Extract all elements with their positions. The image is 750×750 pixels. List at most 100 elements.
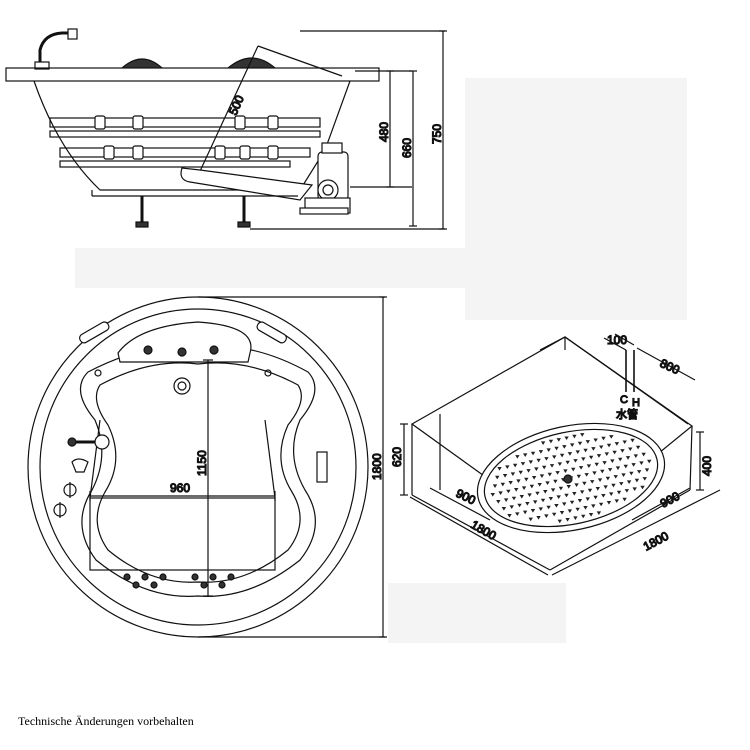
nozzle-icon: [512, 463, 518, 468]
nozzle-icon: [565, 460, 570, 465]
nozzle-icon: [553, 479, 558, 484]
dim-960: 960: [170, 481, 190, 495]
nozzle-icon: [548, 439, 554, 444]
nozzle-icon: [516, 479, 521, 483]
nozzle-icon: [523, 453, 528, 458]
jet-icon: [94, 369, 102, 377]
side-view: 500: [5, 28, 447, 230]
nozzle-icon: [607, 468, 613, 472]
faucet-icon: [67, 434, 110, 450]
nozzle-icon: [509, 505, 514, 509]
nozzle-icon: [495, 475, 500, 480]
nozzle-icon: [593, 495, 598, 500]
nozzle-icon: [604, 452, 609, 457]
jet-icon: [264, 369, 272, 377]
jet-icon: [267, 145, 279, 160]
dim-800: 800: [658, 356, 682, 377]
nozzle-icon: [575, 507, 580, 512]
nozzle-icon: [591, 447, 596, 451]
nozzle-icon: [502, 474, 508, 478]
jet-icon: [143, 345, 153, 355]
nozzle-icon: [583, 506, 588, 510]
nozzle-icon: [524, 477, 529, 482]
nozzle-icon: [554, 446, 559, 451]
nozzle-icon: [538, 450, 544, 454]
dim-620: 620: [390, 447, 404, 467]
jet-icon: [191, 573, 199, 581]
jet-row: [94, 115, 279, 160]
nozzle-icon: [569, 500, 575, 505]
nozzle-icon: [588, 455, 594, 460]
nozzle-icon: [606, 443, 612, 448]
jet-icon: [209, 573, 217, 581]
nozzle-icon: [534, 467, 539, 472]
nozzle-icon: [537, 483, 542, 487]
nozzle-icon: [572, 492, 577, 496]
nozzle-icon: [614, 499, 619, 503]
nozzle-icon: [605, 476, 611, 481]
nozzle-icon: [611, 483, 616, 488]
tub-floor: [89, 497, 276, 571]
nozzle-icon: [540, 441, 546, 446]
nozzle-icon: [573, 459, 578, 463]
nozzle-icon: [557, 462, 563, 467]
background-panel: [388, 583, 566, 643]
nozzle-icon: [577, 441, 583, 446]
nozzle-icon: [560, 478, 566, 482]
nozzle-icon: [619, 482, 624, 486]
tub-basin: [79, 345, 316, 597]
nozzle-icon: [533, 500, 538, 504]
dim-750: 750: [430, 124, 444, 144]
nozzle-icon: [540, 498, 546, 503]
nozzle-icon: [612, 450, 617, 455]
nozzle-icon: [635, 445, 641, 450]
drain-icon: [173, 377, 191, 395]
nozzle-icon: [580, 433, 585, 437]
nozzle-icon: [584, 473, 589, 477]
nozzle-icon: [545, 481, 550, 485]
nozzle-icon: [581, 514, 586, 519]
nozzle-icon: [642, 477, 647, 481]
nozzle-icon: [579, 490, 585, 494]
nozzle-icon: [515, 512, 520, 516]
nozzle-icon: [490, 493, 495, 497]
nozzle-icon: [640, 485, 645, 490]
jet-icon: [177, 347, 187, 357]
nozzle-icon: [515, 455, 520, 459]
nozzle-icon: [544, 457, 549, 461]
nozzle-icon: [526, 469, 531, 473]
nozzle-icon: [556, 495, 561, 499]
dim-lines: [250, 30, 447, 230]
nozzle-icon: [629, 471, 634, 476]
jet-icon: [239, 145, 251, 160]
nozzle-icon: [559, 453, 565, 458]
jet-icon: [234, 115, 246, 130]
nozzle-icon: [610, 459, 615, 464]
nozzle-icon: [624, 489, 630, 493]
nozzle-icon: [510, 472, 516, 476]
nozzle-icon: [592, 471, 597, 476]
nozzle-icon: [594, 462, 599, 467]
nozzle-icon: [520, 462, 526, 466]
nozzle-icon: [606, 501, 612, 505]
nozzle-icon: [622, 440, 627, 445]
nozzle-icon: [609, 492, 614, 496]
nozzle-icon: [552, 455, 557, 460]
background-panel: [465, 78, 687, 320]
install-view: 100 800 620 400 900 900 1800 1800 C H 水管: [389, 332, 721, 576]
dim-660: 660: [400, 138, 414, 158]
nozzle-icon: [599, 445, 604, 450]
nozzle-icon: [550, 488, 556, 492]
jet-icon: [141, 573, 149, 581]
pipe-label-hot: H: [632, 397, 640, 409]
nozzle-icon: [578, 466, 584, 470]
nozzle-icon: [541, 465, 547, 470]
nozzle-icon: [644, 468, 650, 473]
nozzle-icon: [639, 461, 644, 466]
nozzle-icon: [551, 512, 557, 517]
nozzle-icon: [518, 470, 523, 475]
jet-icon: [132, 581, 140, 589]
nozzle-icon: [585, 497, 590, 501]
